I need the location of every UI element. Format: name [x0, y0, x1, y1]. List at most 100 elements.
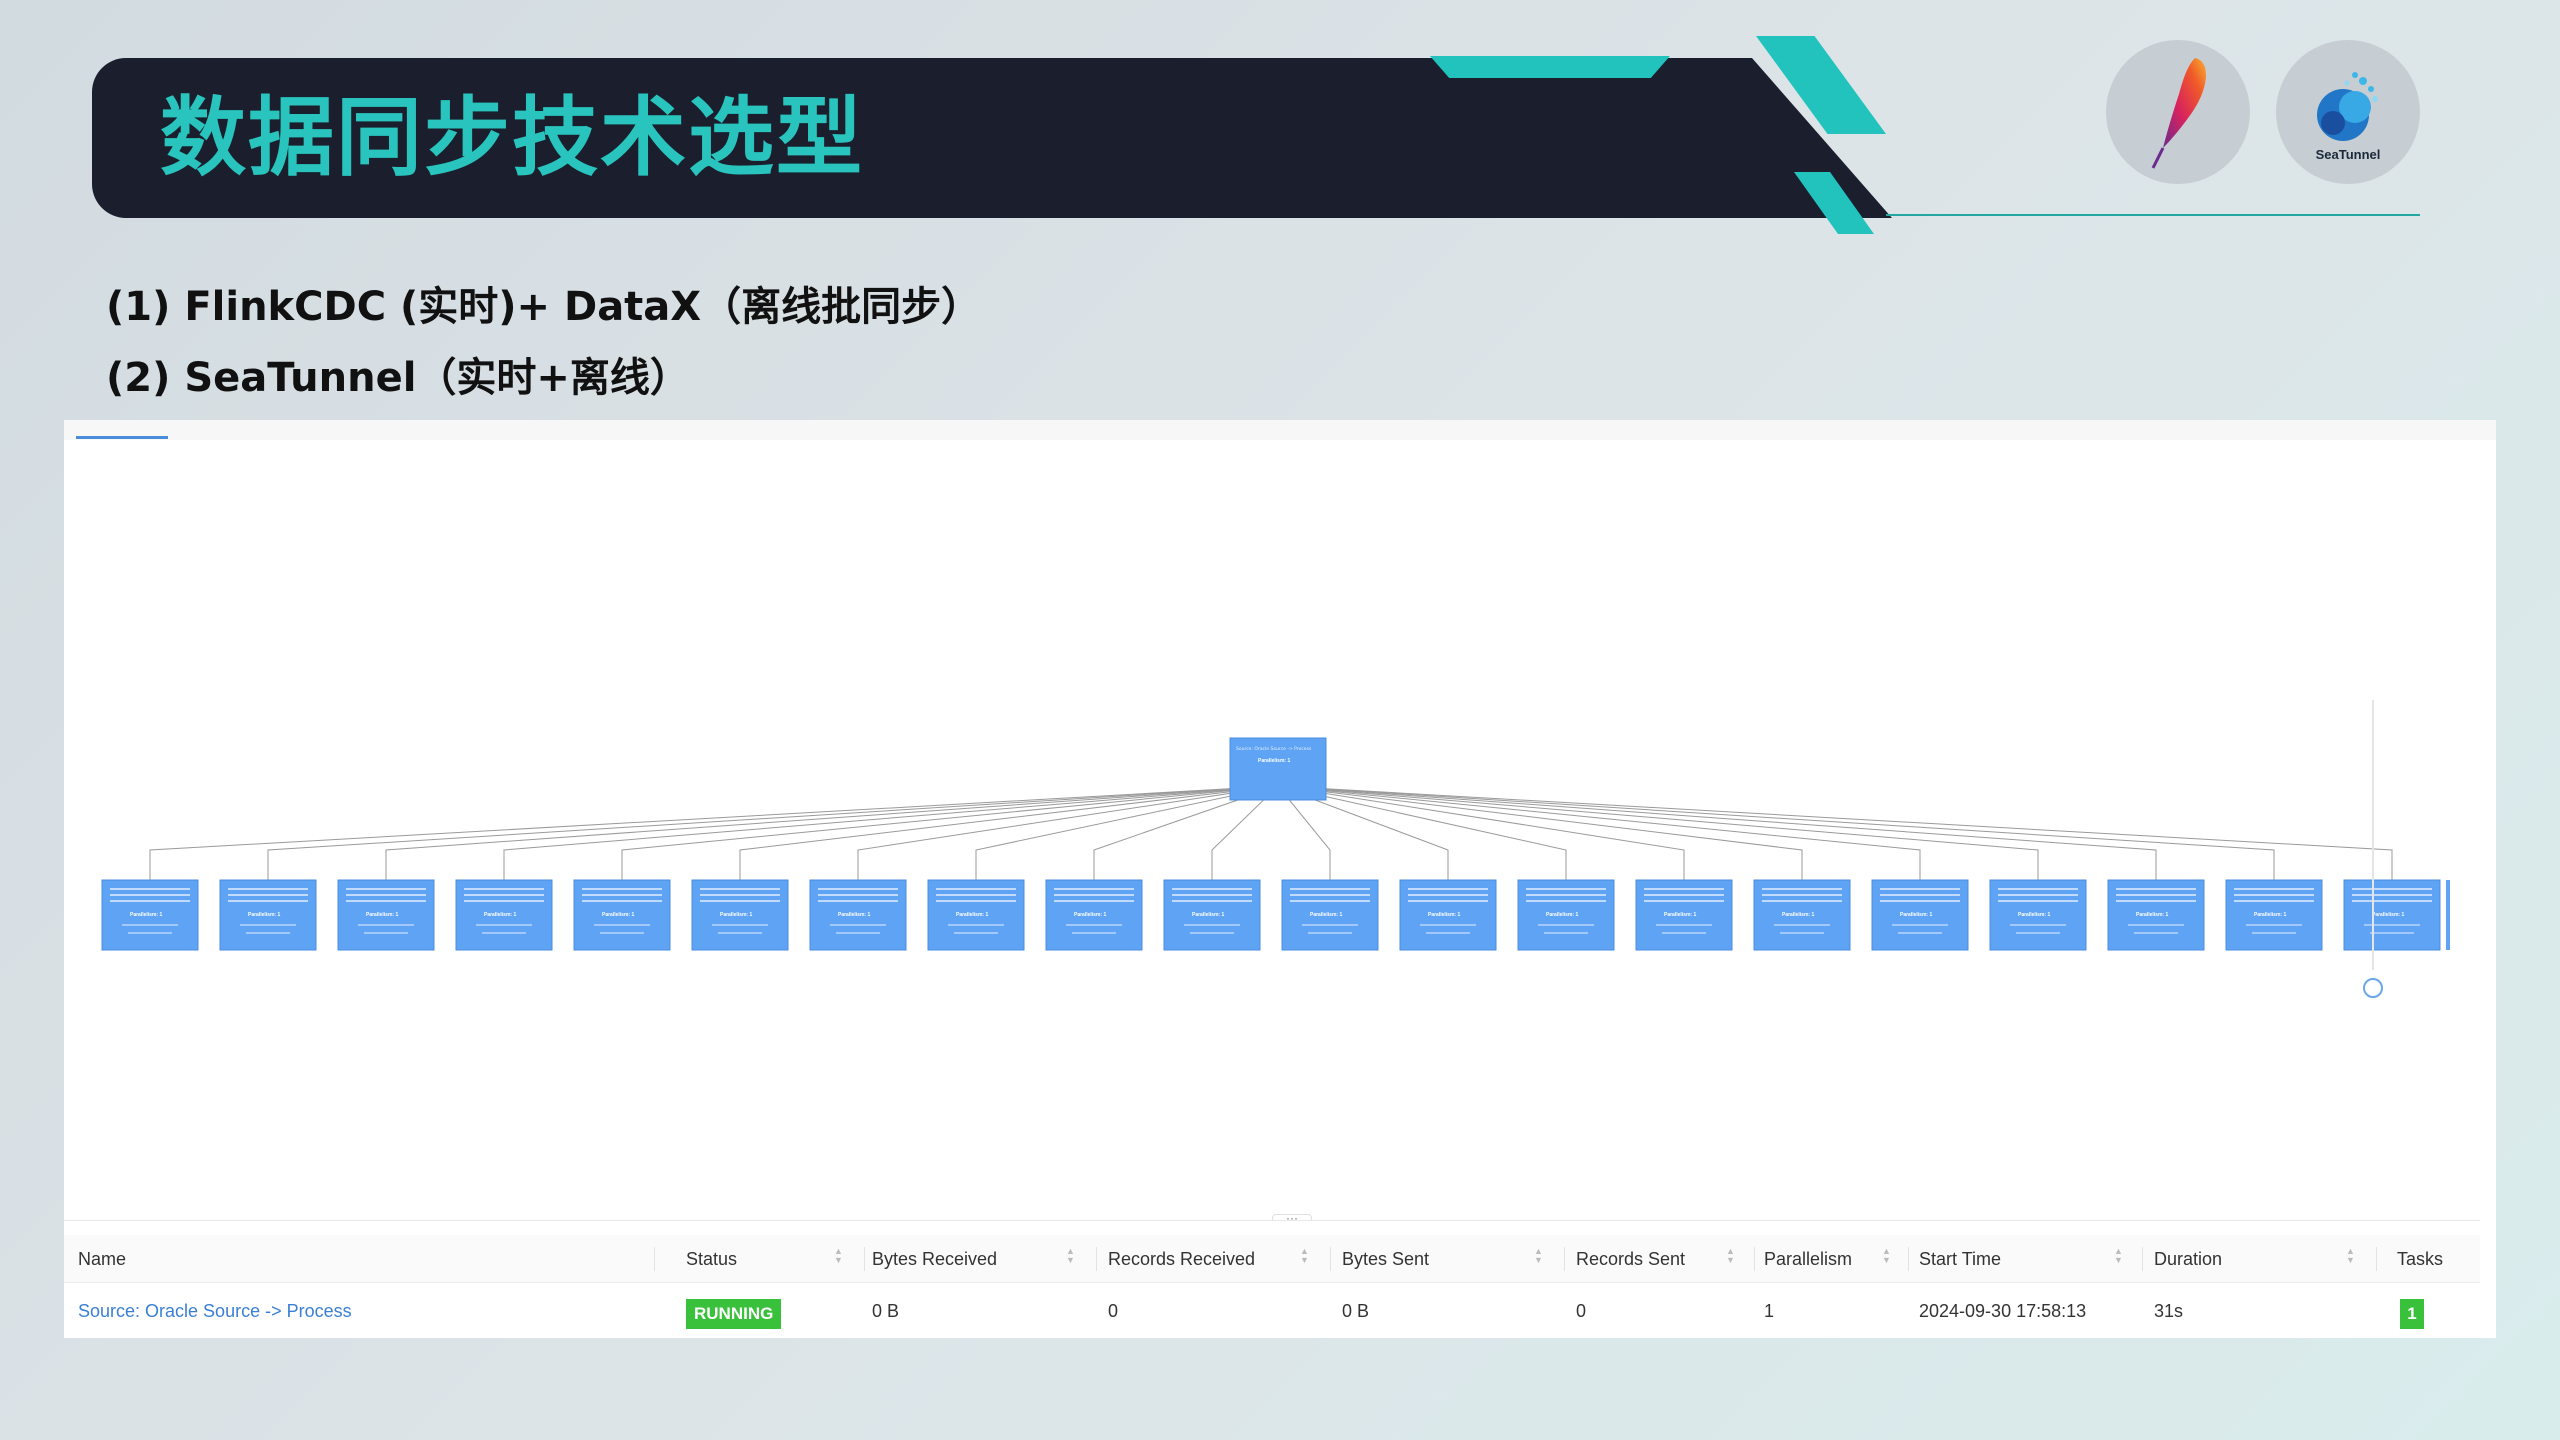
graph-edge — [1277, 785, 1331, 880]
node-text-line — [582, 900, 662, 902]
node-text-line — [2234, 900, 2314, 902]
node-text-line — [2116, 900, 2196, 902]
col-records-sent[interactable]: Records Sent — [1576, 1249, 1686, 1269]
graph-node-sink[interactable]: Parallelism: 1 — [219, 879, 317, 951]
graph-edge — [267, 785, 1279, 880]
col-start-time[interactable]: Start Time — [1919, 1249, 2002, 1269]
node-box[interactable] — [1517, 879, 1615, 951]
graph-node-sink[interactable]: Parallelism: 1 — [1163, 879, 1261, 951]
tasks-badge[interactable]: 1 — [2400, 1299, 2424, 1329]
col-status[interactable]: Status — [686, 1249, 738, 1269]
col-separator — [1330, 1247, 1331, 1271]
sort-icon[interactable]: ▲▼ — [1300, 1246, 1309, 1265]
node-text-line — [2364, 924, 2420, 926]
sort-icon[interactable]: ▲▼ — [2346, 1246, 2355, 1265]
col-duration[interactable]: Duration — [2154, 1249, 2223, 1269]
graph-node-sink[interactable]: Parallelism: 1 — [2343, 879, 2441, 951]
node-box[interactable] — [573, 879, 671, 951]
graph-node-root[interactable]: Source: Oracle Source -> ProcessParallel… — [1229, 737, 1327, 801]
title-banner — [92, 58, 1892, 218]
node-text-line — [818, 894, 898, 896]
sort-icon[interactable]: ▲▼ — [1882, 1246, 1891, 1265]
node-text-line — [2116, 894, 2196, 896]
node-box[interactable] — [1871, 879, 1969, 951]
node-text-line — [1054, 888, 1134, 890]
node-text-line — [110, 900, 190, 902]
graph-node-sink[interactable]: Parallelism: 1 — [1399, 879, 1497, 951]
node-text-line — [1308, 932, 1352, 934]
node-box[interactable] — [455, 879, 553, 951]
graph-node-sink[interactable]: Parallelism: 1 — [1753, 879, 1851, 951]
cell-bytes-received: 0 B — [872, 1301, 900, 1321]
graph-node-sink[interactable]: Parallelism: 1 — [1871, 879, 1969, 951]
col-records-received[interactable]: Records Received — [1108, 1249, 1256, 1269]
node-text-line — [346, 888, 426, 890]
node-text-line — [1544, 932, 1588, 934]
graph-node-sink[interactable]: Parallelism: 1 — [1989, 879, 2087, 951]
node-text-line — [1892, 924, 1948, 926]
node-text-line — [1054, 900, 1134, 902]
node-text-line — [110, 894, 190, 896]
node-text-line — [2352, 900, 2432, 902]
zoom-slider-handle[interactable] — [2363, 978, 2383, 998]
graph-node-sink[interactable]: Parallelism: 1 — [1045, 879, 1143, 951]
node-box[interactable] — [809, 879, 907, 951]
node-text-line — [2352, 888, 2432, 890]
node-text-line — [700, 888, 780, 890]
node-text-line — [2128, 924, 2184, 926]
graph-node-sink[interactable]: Parallelism: 1 — [691, 879, 789, 951]
graph-node-sink[interactable]: Parallelism: 1 — [2107, 879, 2205, 951]
node-box[interactable] — [2343, 879, 2441, 951]
node-box[interactable] — [2107, 879, 2205, 951]
sort-icon[interactable]: ▲▼ — [1066, 1246, 1075, 1265]
node-text-line — [1420, 924, 1476, 926]
row-name-link[interactable]: Source: Oracle Source -> Process — [78, 1301, 352, 1321]
graph-edge — [857, 785, 1279, 880]
node-box[interactable] — [1229, 737, 1327, 801]
node-text-line — [364, 932, 408, 934]
node-box[interactable] — [927, 879, 1025, 951]
graph-node-sink[interactable]: Parallelism: 1 — [1635, 879, 1733, 951]
node-text-line — [700, 894, 780, 896]
graph-node-sink[interactable]: Parallelism: 1 — [1517, 879, 1615, 951]
node-text-line — [1190, 932, 1234, 934]
node-box[interactable] — [1753, 879, 1851, 951]
active-tab-indicator[interactable] — [76, 436, 168, 439]
node-text-line — [1408, 900, 1488, 902]
col-bytes-received[interactable]: Bytes Received — [872, 1249, 998, 1269]
sort-icon[interactable]: ▲▼ — [1726, 1246, 1735, 1265]
node-box[interactable] — [101, 879, 199, 951]
col-bytes-sent[interactable]: Bytes Sent — [1342, 1249, 1430, 1269]
graph-node-sink[interactable]: Parallelism: 1 — [2225, 879, 2323, 951]
node-box[interactable] — [1163, 879, 1261, 951]
node-text-line — [2234, 894, 2314, 896]
sort-icon[interactable]: ▲▼ — [1534, 1246, 1543, 1265]
job-graph-canvas[interactable]: Source: Oracle Source -> ProcessParallel… — [64, 468, 2480, 1190]
node-box[interactable] — [1635, 879, 1733, 951]
graph-node-sink[interactable]: Parallelism: 1 — [927, 879, 1025, 951]
sort-icon[interactable]: ▲▼ — [2114, 1246, 2123, 1265]
col-tasks[interactable]: Tasks — [2397, 1249, 2444, 1269]
col-parallelism[interactable]: Parallelism — [1764, 1249, 1853, 1269]
node-box[interactable] — [1989, 879, 2087, 951]
node-box[interactable] — [219, 879, 317, 951]
node-parallelism: Parallelism: 1 — [1310, 912, 1342, 918]
node-box[interactable] — [2225, 879, 2323, 951]
graph-node-sink[interactable]: Parallelism: 1 — [573, 879, 671, 951]
node-box[interactable] — [691, 879, 789, 951]
zoom-slider-track[interactable] — [2372, 700, 2374, 970]
graph-node-sink[interactable]: Parallelism: 1 — [1281, 879, 1379, 951]
graph-node-sink[interactable]: Parallelism: 1 — [337, 879, 435, 951]
col-name[interactable]: Name — [78, 1249, 127, 1269]
graph-node-sink[interactable]: Parallelism: 1 — [455, 879, 553, 951]
node-box[interactable] — [1399, 879, 1497, 951]
graph-edge — [975, 785, 1279, 880]
node-box[interactable] — [1045, 879, 1143, 951]
node-box[interactable] — [1281, 879, 1379, 951]
node-box[interactable] — [337, 879, 435, 951]
graph-node-sink[interactable]: Parallelism: 1 — [101, 879, 199, 951]
graph-edge — [1277, 785, 1567, 880]
sort-icon[interactable]: ▲▼ — [834, 1246, 843, 1265]
graph-node-sink[interactable]: Parallelism: 1 — [809, 879, 907, 951]
